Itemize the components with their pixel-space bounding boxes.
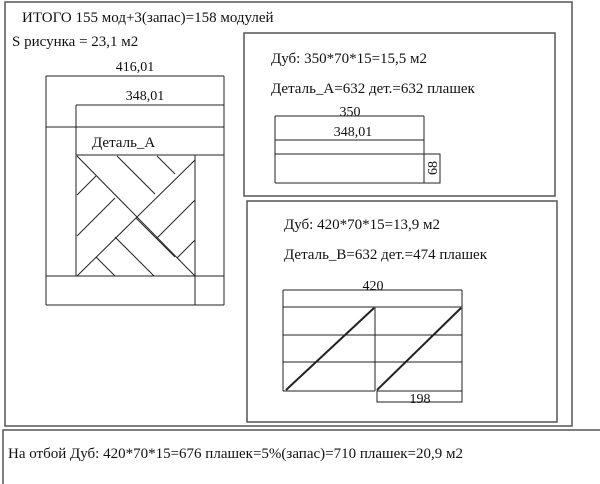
panel-b-dim-length: 420 xyxy=(363,279,384,294)
panel-b-dim-part: 198 xyxy=(410,392,431,407)
area-text: S рисунка = 23,1 м2 xyxy=(12,34,138,50)
detail-a-drawing: 350 348,01 68 xyxy=(274,105,441,184)
panel-a-dim-inner: 348,01 xyxy=(334,125,373,140)
total-text: ИТОГО 155 мод+3(запас)=158 модулей xyxy=(22,10,274,26)
panel-a-line1: Дуб: 350*70*15=15,5 м2 xyxy=(271,51,427,67)
panel-b-line1: Дуб: 420*70*15=13,9 м2 xyxy=(284,217,440,233)
module-drawing: 416,01 348,01 Деталь_А xyxy=(45,60,225,306)
outer-dim-label: 416,01 xyxy=(116,60,155,75)
detail-b-drawing: 420 198 xyxy=(282,279,463,407)
footer-text: На отбой Дуб: 420*70*15=676 плашек=5%(за… xyxy=(8,446,463,462)
inner-dim-label: 348,01 xyxy=(126,89,165,104)
footer-box xyxy=(2,429,600,484)
panel-a-dim-length: 350 xyxy=(340,105,361,120)
panel-a-line2: Деталь_А=632 дет.=632 плашек xyxy=(271,81,476,97)
detail-a-label: Деталь_А xyxy=(92,135,155,151)
panel-b xyxy=(246,200,558,423)
main-frame xyxy=(4,1,573,427)
panel-a xyxy=(243,32,556,197)
herringbone-pattern xyxy=(76,155,196,277)
panel-a-dim-width: 68 xyxy=(426,161,441,175)
panel-b-line2: Деталь_В=632 дет.=474 плашек xyxy=(284,247,488,263)
